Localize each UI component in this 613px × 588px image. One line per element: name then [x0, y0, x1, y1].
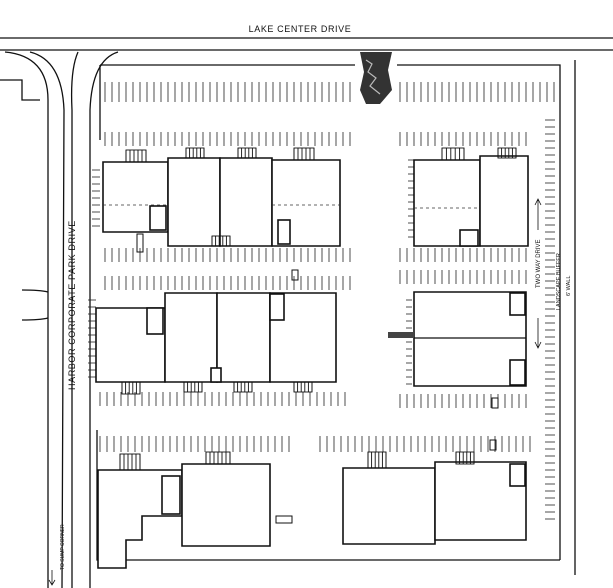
- stair-outline: [125, 149, 147, 163]
- stair-outline: [211, 235, 231, 247]
- building-block-a: [102, 157, 341, 247]
- stair-outline: [367, 451, 387, 469]
- site-boundary: [96, 60, 576, 575]
- stair-outline: [119, 453, 141, 471]
- stair-outline: [293, 381, 313, 393]
- harbor-corporate-park-drive: HARBOR CORPORATE PARK DRIVE TO SUMP CORN…: [0, 51, 119, 588]
- stair-outline: [293, 147, 315, 161]
- stair-outline: [441, 147, 465, 161]
- lake-center-drive-label: LAKE CENTER DRIVE: [249, 24, 352, 34]
- stair-outline: [205, 451, 231, 465]
- entry-stairs: [119, 147, 517, 471]
- to-sump-corner-label: TO SUMP CORNER: [60, 524, 66, 570]
- stair-outline: [121, 381, 141, 395]
- sump-arrow-icon: [48, 570, 56, 586]
- two-way-arrow-icon: [534, 198, 542, 349]
- building-block-c: [95, 292, 337, 383]
- tree-icon: [360, 52, 392, 104]
- parking-stalls: [88, 82, 555, 520]
- stair-outline: [185, 147, 205, 159]
- site-markers: [136, 233, 499, 524]
- building-block-b: [413, 155, 529, 247]
- stair-outline: [183, 381, 203, 393]
- stair-outline: [233, 381, 253, 393]
- two-way-drive-label: TWO WAY DRIVE: [536, 239, 542, 288]
- stair-outline: [455, 451, 475, 465]
- east-labels: TWO WAY DRIVE LANDSCAPE BUFFER 6' WALL: [534, 198, 572, 349]
- building-block-d: [388, 291, 527, 387]
- building-block-e: [97, 463, 271, 569]
- harbor-corporate-park-drive-label: HARBOR CORPORATE PARK DRIVE: [67, 220, 77, 390]
- stair-outline: [237, 147, 257, 159]
- lake-center-drive: LAKE CENTER DRIVE: [0, 24, 613, 51]
- stair-outline: [497, 147, 517, 159]
- wall-label: 6' WALL: [566, 276, 572, 296]
- building-block-f: [342, 461, 527, 545]
- landscape-buffer-label: LANDSCAPE BUFFER: [556, 253, 562, 310]
